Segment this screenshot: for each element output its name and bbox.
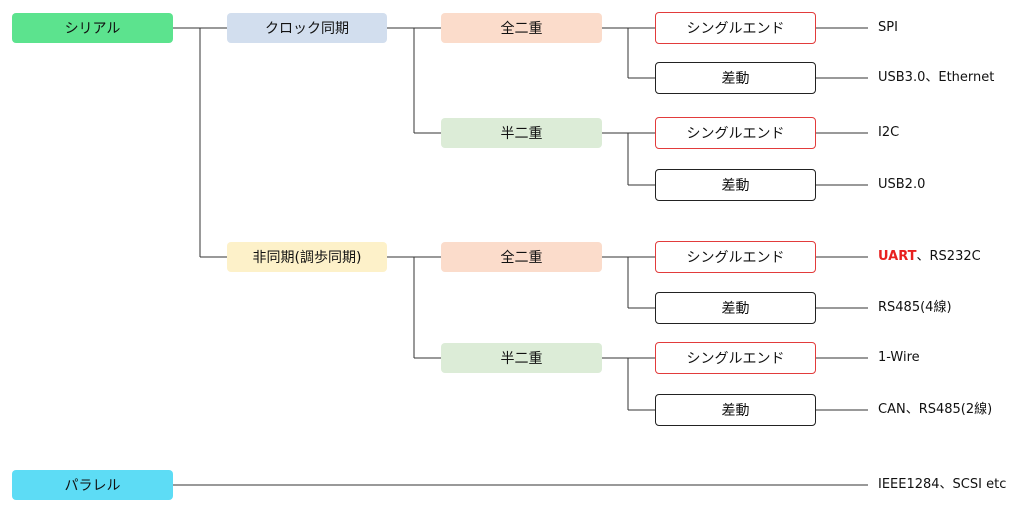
differential-node: 差動: [655, 62, 816, 94]
full-duplex-node: 全二重: [441, 13, 602, 43]
single-ended-node: シングルエンド: [655, 342, 816, 374]
leaf-usb20: USB2.0: [878, 177, 926, 192]
half-duplex-node: 半二重: [441, 343, 602, 373]
single-ended-node: シングルエンド: [655, 241, 816, 273]
serial-node: シリアル: [12, 13, 173, 43]
rs232c-text: 、RS232C: [916, 249, 981, 264]
differential-node: 差動: [655, 292, 816, 324]
clock-sync-node: クロック同期: [227, 13, 387, 43]
leaf-usb30-ethernet: USB3.0、Ethernet: [878, 70, 995, 85]
differential-node: 差動: [655, 169, 816, 201]
parallel-node: パラレル: [12, 470, 173, 500]
full-duplex-node: 全二重: [441, 242, 602, 272]
leaf-1-wire: 1-Wire: [878, 350, 920, 365]
leaf-spi: SPI: [878, 20, 898, 35]
leaf-i2c: I2C: [878, 125, 900, 140]
async-node: 非同期(調歩同期): [227, 242, 387, 272]
differential-node: 差動: [655, 394, 816, 426]
leaf-uart-rs232c: UART、RS232C: [878, 249, 981, 265]
single-ended-node: シングルエンド: [655, 117, 816, 149]
leaf-can-rs485-2wire: CAN、RS485(2線): [878, 402, 993, 417]
leaf-ieee1284-scsi: IEEE1284、SCSI etc: [878, 477, 1007, 492]
uart-highlight: UART: [878, 249, 917, 264]
single-ended-node: シングルエンド: [655, 12, 816, 44]
half-duplex-node: 半二重: [441, 118, 602, 148]
leaf-rs485-4wire: RS485(4線): [878, 300, 952, 315]
